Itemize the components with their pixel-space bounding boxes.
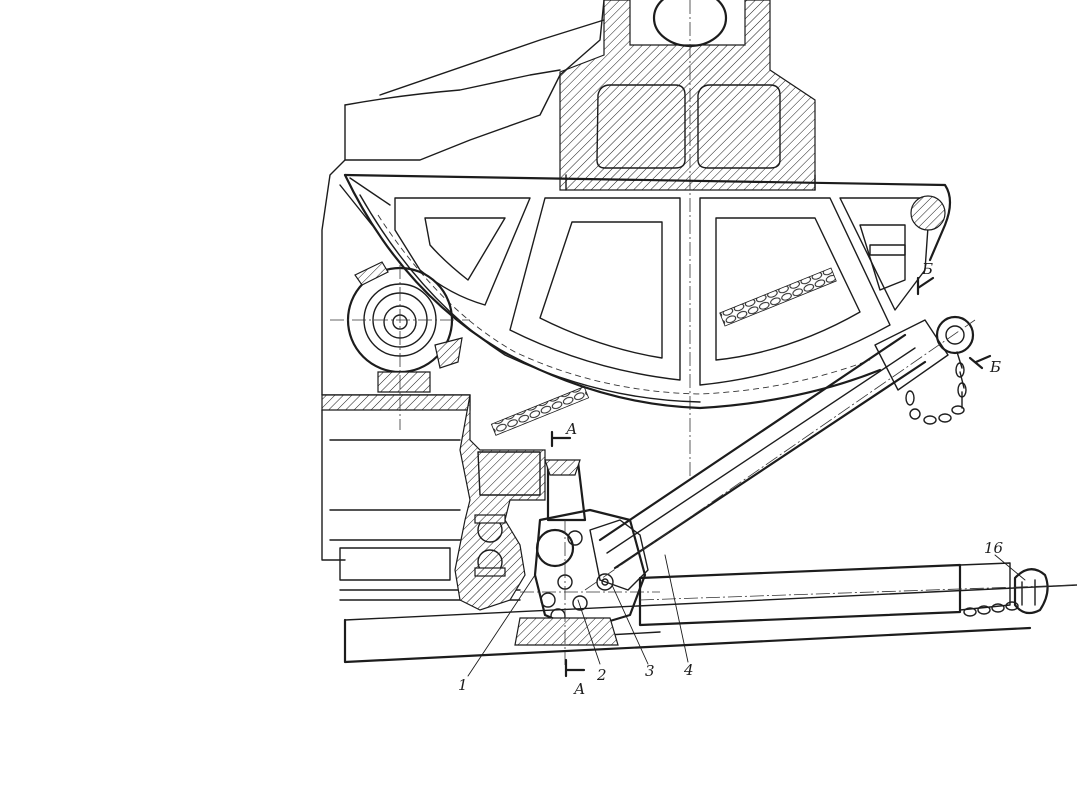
callout-labels: 1 2 3 4 16 А А Б Б: [458, 260, 1004, 698]
section-a-top: А: [565, 420, 577, 438]
hanging-chain: [905, 351, 967, 425]
upper-housing: [559, 0, 816, 480]
pinion-gear: [330, 261, 470, 430]
base-web: [454, 394, 546, 611]
callout-2: 2: [596, 666, 607, 684]
strut: [584, 315, 976, 591]
callout-16: 16: [984, 539, 1004, 557]
pivot-bracket: [514, 459, 660, 665]
leader-lines: [467, 554, 1026, 677]
section-a-bottom: А: [573, 680, 585, 698]
callout-1: 1: [458, 676, 468, 694]
section-b-right: Б: [989, 358, 1001, 376]
bearings: [474, 514, 506, 577]
callout-4: 4: [683, 661, 694, 679]
lower-bar: [638, 562, 1077, 627]
callout-3: 3: [645, 662, 655, 680]
section-markers: [550, 276, 992, 678]
sector-chain: [490, 267, 837, 436]
quadrant-sector: [339, 173, 952, 436]
section-b-top: Б: [921, 260, 933, 278]
